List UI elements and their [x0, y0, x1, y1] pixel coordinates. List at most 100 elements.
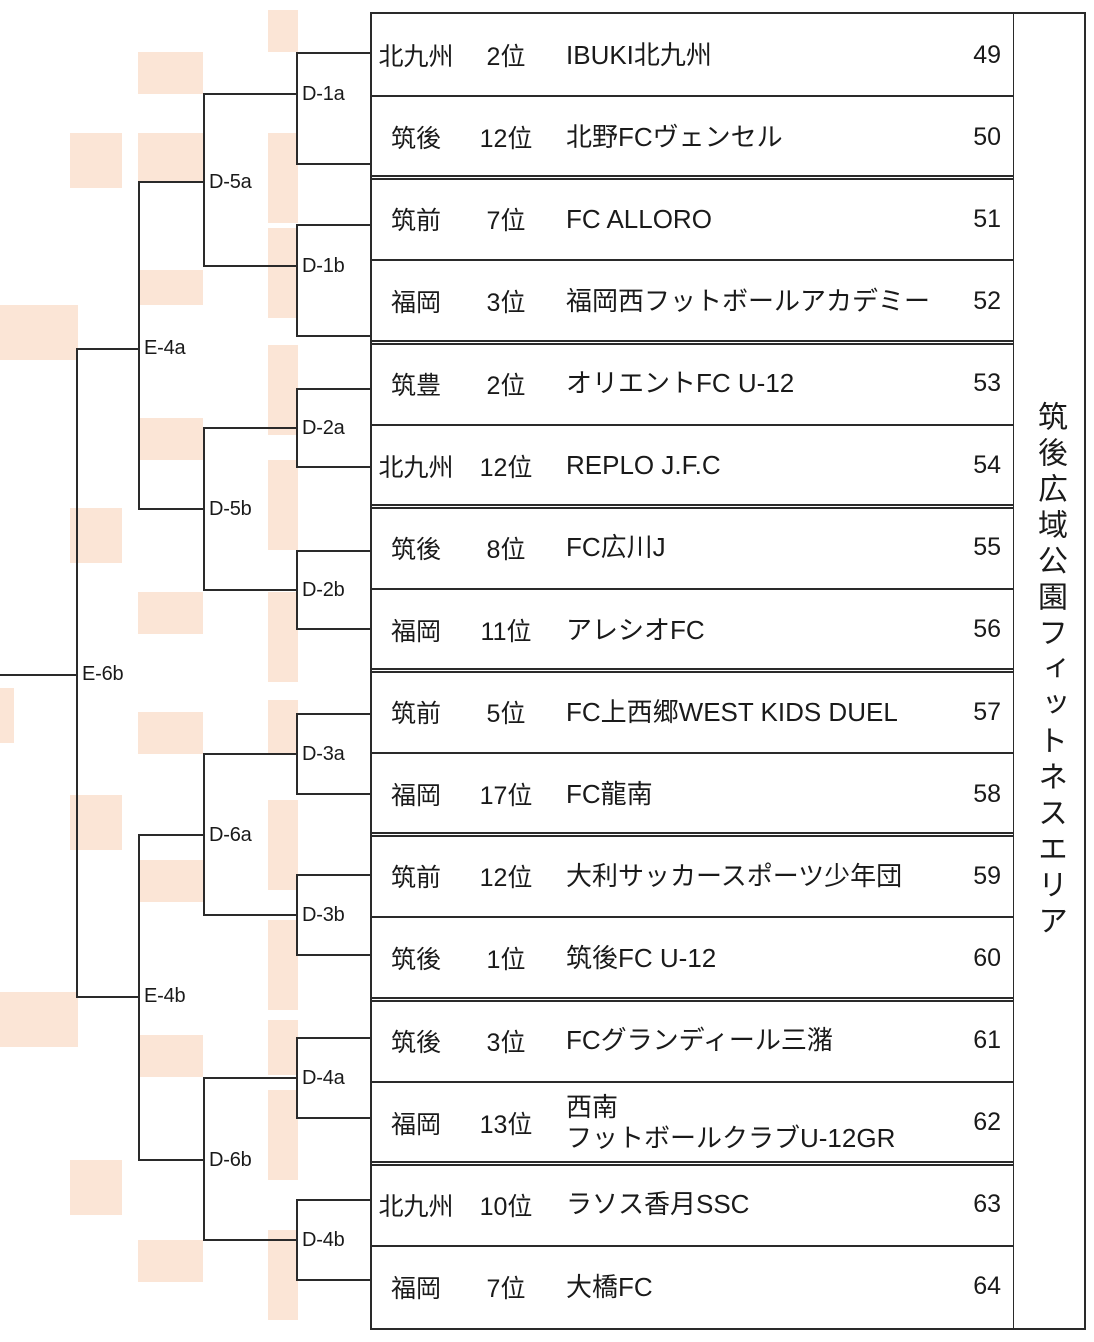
highlight-block: [138, 1240, 203, 1282]
bracket-node-e-6b[interactable]: E-6b: [82, 663, 124, 685]
bracket-node-d-6a[interactable]: D-6a: [209, 824, 252, 846]
bracket-line: [203, 1077, 298, 1079]
highlight-block: [268, 920, 298, 1010]
highlight-block: [268, 592, 298, 682]
bracket-node-d-3b[interactable]: D-3b: [302, 904, 345, 926]
bracket-line: [203, 1077, 205, 1240]
row-separator-double: [372, 1160, 1013, 1166]
bracket-line: [138, 834, 205, 836]
row-team-name: FC上西郷WEST KIDS DUEL: [566, 696, 898, 727]
row-region: 筑後: [390, 125, 441, 154]
highlight-block: [268, 700, 298, 755]
highlight-block: [268, 1020, 298, 1075]
row-rank: 3位: [486, 1028, 526, 1057]
row-number: 53: [973, 369, 1001, 398]
highlight-block: [268, 800, 298, 890]
row-separator: [372, 423, 1013, 426]
bracket-line: [138, 1159, 205, 1161]
bracket-line: [296, 1199, 372, 1201]
row-team-name: ラソス香月SSC: [566, 1189, 750, 1220]
bracket-node-d-2a[interactable]: D-2a: [302, 417, 345, 439]
row-team-name: IBUKI北九州: [566, 39, 712, 70]
highlight-block: [138, 860, 203, 902]
highlight-block: [138, 712, 203, 754]
row-region: 筑後: [390, 1028, 441, 1057]
bracket-line: [296, 628, 372, 630]
bracket-line: [296, 52, 372, 54]
row-region: 筑前: [390, 207, 441, 236]
bracket-line: [203, 265, 298, 267]
row-separator: [372, 259, 1013, 262]
row-rank: 11位: [480, 617, 532, 646]
row-number: 56: [973, 615, 1001, 644]
venue-column: 筑後広域公園フィットネスエリア: [1014, 12, 1086, 1330]
bracket-line: [296, 1037, 372, 1039]
bracket-line: [296, 1117, 372, 1119]
row-region: 北九州: [378, 43, 454, 72]
row-separator: [372, 95, 1013, 98]
bracket-line: [296, 224, 298, 337]
bracket-line: [203, 427, 298, 429]
bracket-line: [203, 93, 298, 95]
bracket-line: [296, 466, 372, 468]
bracket-line: [296, 388, 372, 390]
highlight-block: [138, 418, 203, 460]
row-number: 62: [973, 1108, 1001, 1137]
bracket-line: [138, 508, 205, 510]
row-number: 60: [973, 943, 1001, 972]
row-separator: [372, 1080, 1013, 1083]
row-team-name: FC広川J: [566, 532, 666, 563]
highlight-block: [138, 592, 203, 634]
bracket-node-d-5a[interactable]: D-5a: [209, 171, 252, 193]
bracket-node-d-3a[interactable]: D-3a: [302, 743, 345, 765]
highlight-block: [268, 10, 298, 52]
bracket-node-d-6b[interactable]: D-6b: [209, 1149, 252, 1171]
row-rank: 10位: [479, 1192, 533, 1221]
bracket-node-d-2b[interactable]: D-2b: [302, 579, 345, 601]
bracket-line: [203, 93, 205, 267]
row-separator-double: [372, 175, 1013, 181]
bracket-node-e-4a[interactable]: E-4a: [144, 337, 186, 359]
highlight-block: [70, 795, 122, 850]
bracket-line: [203, 1239, 298, 1241]
row-rank: 12位: [479, 864, 533, 893]
bracket-line: [76, 996, 140, 998]
bracket-node-d-5b[interactable]: D-5b: [209, 498, 252, 520]
bracket-line: [296, 713, 372, 715]
bracket-node-e-4b[interactable]: E-4b: [144, 985, 186, 1007]
row-rank: 12位: [479, 125, 533, 154]
row-region: 筑前: [390, 864, 441, 893]
bracket-node-d-1a[interactable]: D-1a: [302, 83, 345, 105]
bracket-node-d-4b[interactable]: D-4b: [302, 1229, 345, 1251]
highlight-block: [70, 508, 122, 563]
bracket-node-d-4a[interactable]: D-4a: [302, 1067, 345, 1089]
bracket-line: [296, 52, 298, 165]
bracket-node-d-1b[interactable]: D-1b: [302, 255, 345, 277]
row-team-name-line1: 西南: [566, 1092, 619, 1123]
row-region: 福岡: [390, 617, 441, 646]
row-separator: [372, 587, 1013, 590]
bracket-line: [76, 348, 78, 998]
row-separator: [372, 752, 1013, 755]
highlight-block: [268, 133, 298, 223]
row-team-name: FC ALLORO: [566, 203, 712, 234]
row-number: 58: [973, 779, 1001, 808]
row-rank: 17位: [479, 782, 533, 811]
